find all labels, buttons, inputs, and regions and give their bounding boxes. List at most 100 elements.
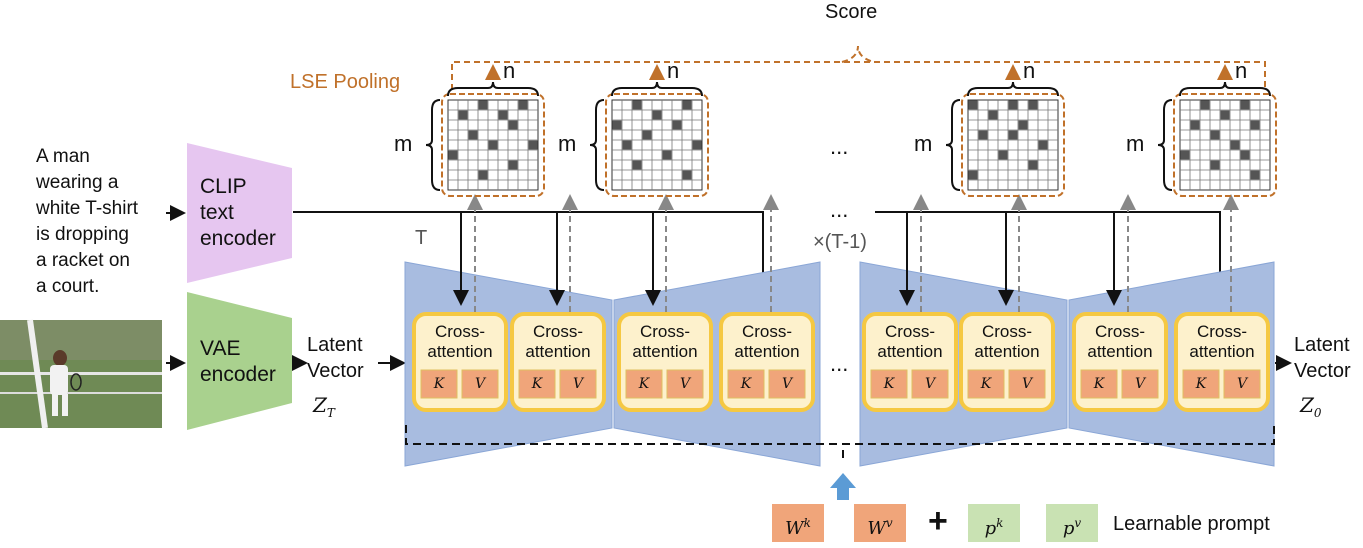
value-box — [461, 369, 499, 399]
value-symbol: V — [679, 376, 691, 392]
key-box — [625, 369, 663, 399]
matrix-cell-filled — [448, 150, 458, 160]
matrix-cell-filled — [968, 100, 978, 110]
vae-encoder-label: VAE encoder — [200, 337, 276, 386]
column-brace — [1179, 81, 1271, 97]
ellipsis-line: ... — [830, 197, 849, 222]
matrix-cell-filled — [1028, 160, 1038, 170]
key-symbol: K — [1195, 376, 1207, 392]
cross-attention-label: Cross- attention — [632, 322, 698, 361]
matrix-cell-filled — [652, 110, 662, 120]
clip-encoder-shape — [187, 143, 292, 283]
value-box — [1223, 369, 1261, 399]
row-brace — [1157, 99, 1173, 191]
key-symbol: K — [740, 376, 752, 392]
matrix-n-label: n — [1235, 58, 1248, 83]
latent-in-symbol: ZT — [313, 393, 335, 420]
matrix-m-label: m — [914, 131, 933, 156]
text-prompt-caption: A man wearing a white T-shirt is droppin… — [36, 146, 139, 297]
key-box — [1080, 369, 1118, 399]
cross-attention-label: Cross- attention — [877, 322, 943, 361]
matrix-cell-filled — [632, 100, 642, 110]
matrix-m-label: m — [558, 131, 577, 156]
value-box — [1008, 369, 1046, 399]
pk-box: pk — [968, 504, 1020, 542]
value-box — [768, 369, 806, 399]
lse-pooling-box — [605, 93, 709, 197]
matrix-cell-filled — [1018, 120, 1028, 130]
matrix-cell-filled — [632, 160, 642, 170]
matrix-cell-filled — [968, 170, 978, 180]
column-brace — [967, 81, 1059, 97]
key-symbol: K — [980, 376, 992, 392]
matrix-n-label: n — [1023, 58, 1036, 83]
score-label: Score — [825, 1, 878, 23]
ellipsis-top: ... — [830, 134, 849, 159]
key-box — [727, 369, 765, 399]
matrix-cell-filled — [468, 130, 478, 140]
lse-pooling-box — [1173, 93, 1277, 197]
lse-pooling-box — [961, 93, 1065, 197]
value-box — [666, 369, 704, 399]
value-symbol: V — [1236, 376, 1248, 392]
value-symbol: V — [474, 376, 486, 392]
key-symbol: K — [1093, 376, 1105, 392]
matrix-cell-filled — [1028, 100, 1038, 110]
wk-box: Wk — [772, 504, 824, 542]
injection-arrow-icon — [830, 473, 856, 500]
row-brace — [425, 99, 441, 191]
plus-sign: + — [928, 502, 948, 540]
lse-pooling-box — [441, 93, 545, 197]
matrix-cell-filled — [1210, 130, 1220, 140]
matrix-m-label: m — [394, 131, 413, 156]
value-symbol: V — [1134, 376, 1146, 392]
ellipsis-mid: ... — [830, 351, 849, 376]
key-symbol: K — [531, 376, 543, 392]
cross-attention-label: Cross- attention — [1087, 322, 1153, 361]
matrix-cell-filled — [1180, 150, 1190, 160]
matrix-cell-filled — [692, 140, 702, 150]
cross-attention-label: Cross- attention — [974, 322, 1040, 361]
matrix-cell-filled — [1008, 100, 1018, 110]
matrix-cell-filled — [622, 140, 632, 150]
matrix-cell-filled — [1240, 100, 1250, 110]
matrix-cell-filled — [1190, 120, 1200, 130]
key-box — [420, 369, 458, 399]
matrix-cell-filled — [508, 160, 518, 170]
value-box — [559, 369, 597, 399]
matrix-cell-filled — [612, 120, 622, 130]
cross-attention-label: Cross- attention — [734, 322, 800, 361]
matrix-cell-filled — [1230, 140, 1240, 150]
matrix-cell-filled — [1210, 160, 1220, 170]
column-brace — [611, 81, 703, 97]
matrix-cell-filled — [1250, 170, 1260, 180]
matrix-cell-filled — [478, 100, 488, 110]
latent-in-label: Latent Vector — [307, 334, 364, 382]
key-box — [518, 369, 556, 399]
key-symbol: K — [638, 376, 650, 392]
matrix-n-label: n — [503, 58, 516, 83]
pv-box: pv — [1046, 504, 1098, 542]
matrix-cell-filled — [528, 140, 538, 150]
matrix-cell-filled — [488, 140, 498, 150]
key-symbol: K — [433, 376, 445, 392]
key-symbol: K — [883, 376, 895, 392]
matrix-cell-filled — [682, 100, 692, 110]
latent-out-label: Latent Vector — [1294, 334, 1351, 382]
value-box — [1121, 369, 1159, 399]
score-bracket — [451, 45, 1266, 90]
matrix-cell-filled — [508, 120, 518, 130]
matrix-cell-filled — [988, 110, 998, 120]
key-box — [967, 369, 1005, 399]
latent-out-symbol: Z0 — [1300, 393, 1322, 420]
timestep-repeat-label: ×(T-1) — [813, 231, 867, 253]
matrix-cell-filled — [1220, 110, 1230, 120]
key-box — [1182, 369, 1220, 399]
matrix-cell-filled — [998, 150, 1008, 160]
lse-pooling-label: LSE Pooling — [290, 71, 401, 93]
value-symbol: V — [924, 376, 936, 392]
timestep-T-label: T — [415, 227, 428, 249]
matrix-cell-filled — [672, 120, 682, 130]
cross-attention-label: Cross- attention — [427, 322, 493, 361]
